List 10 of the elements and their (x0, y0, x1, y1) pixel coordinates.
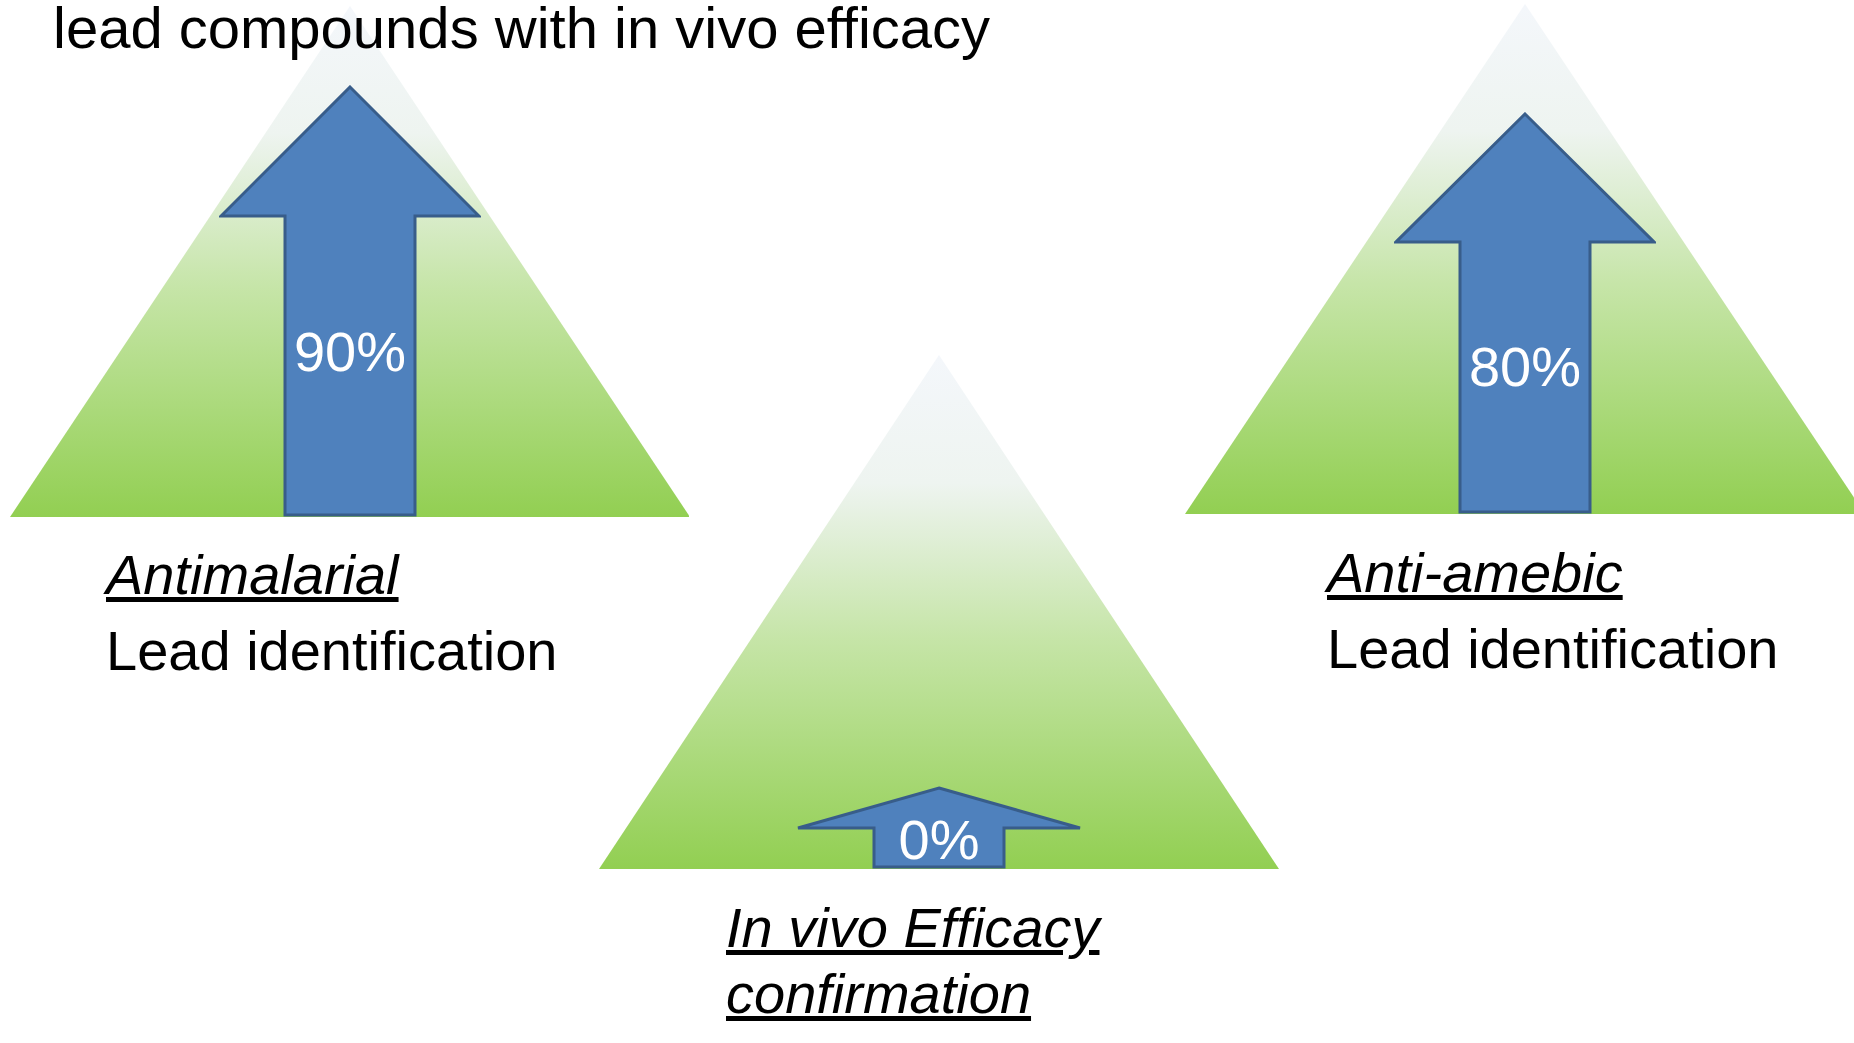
up-arrow (1394, 112, 1656, 514)
up-arrow (796, 786, 1082, 869)
stage-text: Lead identification (1327, 616, 1779, 682)
heading-text: In vivo Efficacy confirmation (726, 895, 1103, 1027)
title: lead compounds with in vivo efficacy (53, 0, 991, 60)
up-arrow (219, 85, 481, 517)
percentage-label: 0% (898, 810, 980, 870)
stage-text: Lead identification (106, 618, 558, 684)
percentage-label: 90% (293, 322, 407, 382)
percentage-label: 80% (1468, 337, 1582, 397)
